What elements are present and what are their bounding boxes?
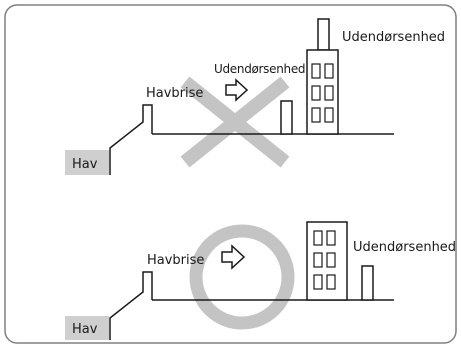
bottom-panel: Hav Havbrise Udendørsenhed	[65, 221, 456, 340]
outdoor-unit-label: Udendørsenhed	[353, 240, 456, 255]
wind-arrow-icon	[221, 244, 246, 270]
breeze-label: Havbrise	[147, 253, 204, 268]
sea-box	[65, 150, 109, 175]
sea-label: Hav	[72, 322, 98, 337]
correct-o-mark	[189, 224, 295, 330]
outdoor-unit-roof	[317, 18, 330, 51]
sea-label: Hav	[72, 157, 98, 172]
wind-arrow-icon	[225, 78, 249, 102]
breeze-label: Havbrise	[146, 86, 203, 101]
coastline	[109, 104, 153, 175]
top-panel: Hav Havbrise Udendørsenhed Udendørsenhed	[65, 18, 445, 175]
outdoor-unit-sheltered	[361, 265, 374, 301]
outdoor-unit-label-right: Udendørsenhed	[342, 30, 445, 45]
incorrect-x-mark	[180, 76, 290, 168]
building	[306, 221, 348, 301]
sea-box	[65, 316, 109, 340]
coastline	[109, 271, 153, 340]
outdoor-unit-ground	[280, 100, 293, 135]
building	[306, 49, 339, 135]
outdoor-unit-label-mid: Udendørsenhed	[214, 62, 305, 76]
